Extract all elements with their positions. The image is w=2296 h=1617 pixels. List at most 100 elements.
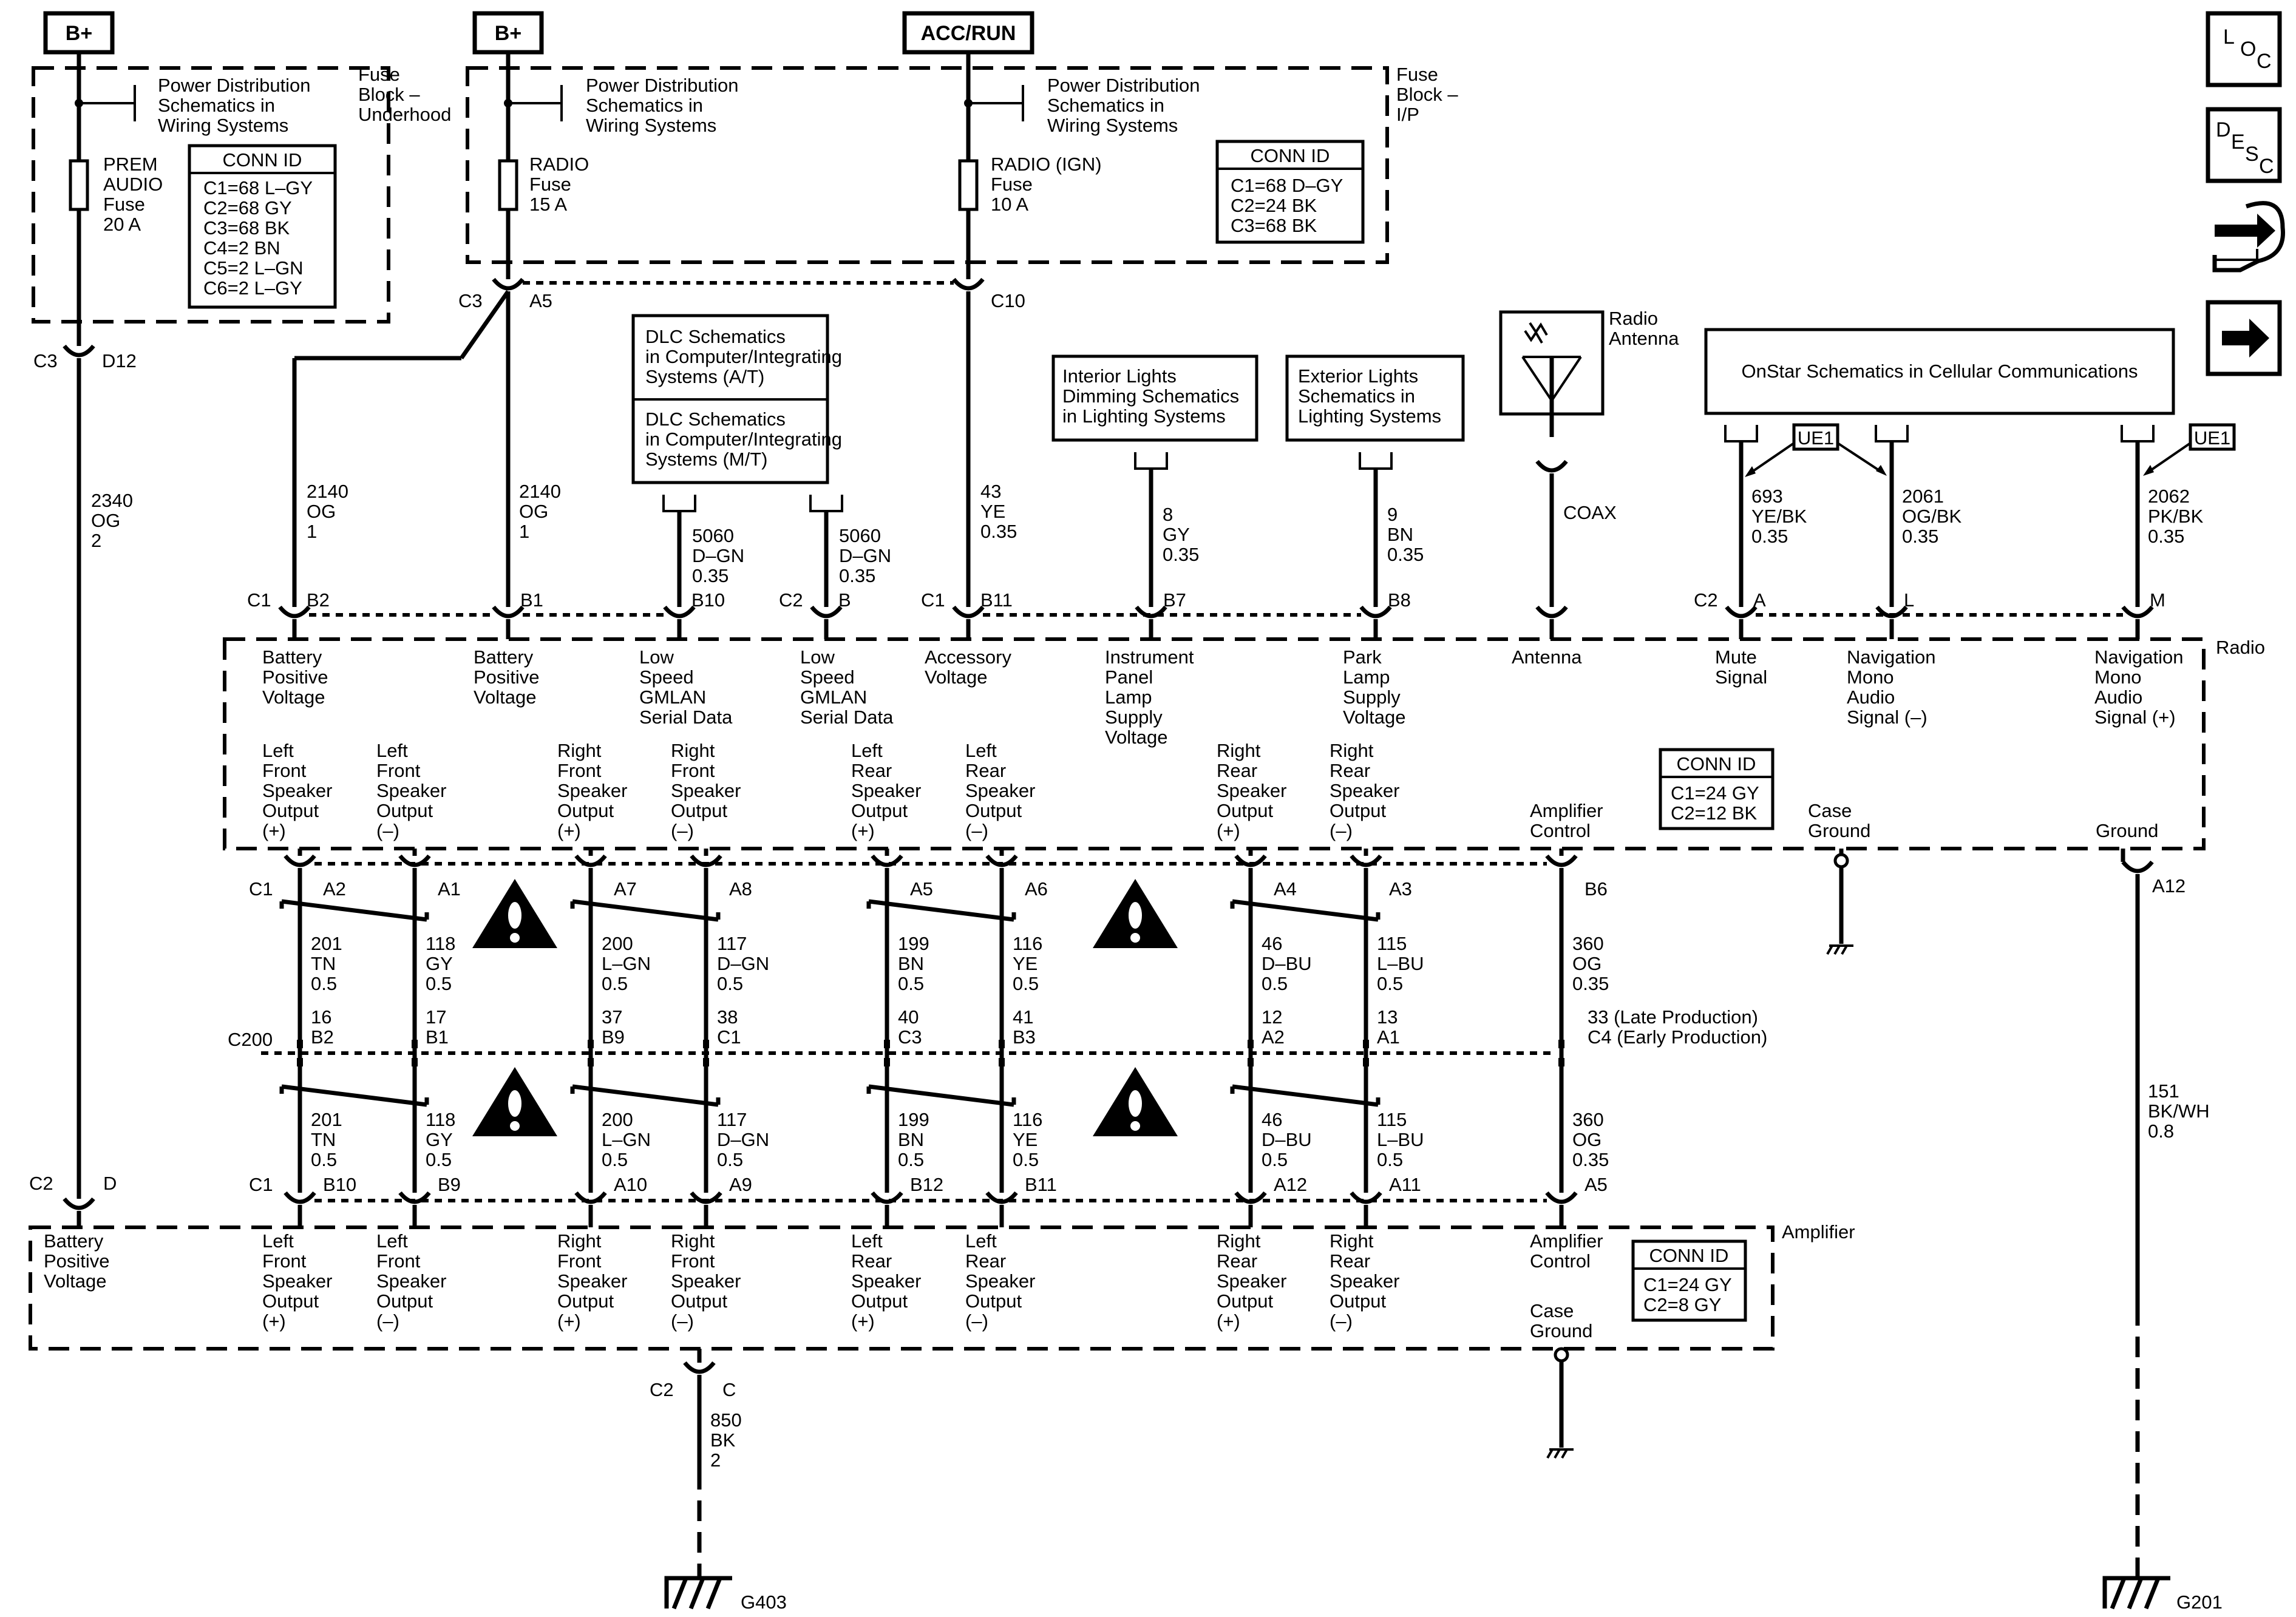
radio-output-label: Output: [671, 800, 727, 821]
wire-label: L–GN: [602, 953, 651, 974]
wire-label: 0.5: [311, 1149, 337, 1170]
wire-label: 0.5: [1262, 1149, 1288, 1170]
next-arrow-button[interactable]: [2206, 300, 2282, 376]
pin-label: B12: [910, 1174, 943, 1195]
wire-label: L–BU: [1377, 953, 1424, 974]
int-lights-line: Dimming Schematics: [1062, 385, 1239, 407]
radio-output-label: Output: [557, 800, 614, 821]
wire-label: 200: [602, 933, 633, 954]
radio-input-label: Speed: [800, 666, 855, 688]
ground-label: G201: [2176, 1592, 2223, 1613]
fuse-radio-1: RADIO: [529, 154, 589, 175]
exterior-lights-reference-box[interactable]: [1285, 354, 1465, 442]
int-lights-line: in Lighting Systems: [1062, 405, 1226, 427]
amplifier-pin-label: Output: [262, 1290, 319, 1312]
loc-letter: C: [2257, 50, 2272, 73]
ground-label: G403: [741, 1592, 787, 1613]
amplifier-pin-label: Front: [376, 1250, 421, 1272]
pin-label: B3: [1013, 1026, 1036, 1048]
wire-label: 0.35: [839, 565, 875, 586]
pin-label: A12: [1274, 1174, 1307, 1195]
wire-label: 0.5: [311, 973, 337, 994]
description-button[interactable]: D E S C: [2206, 107, 2282, 183]
wire-label: 2140: [519, 481, 561, 502]
conn-id-title: CONN ID: [1251, 145, 1330, 166]
radio-output-label: Right: [557, 740, 602, 761]
conn-id-line: C2=8 GY: [1643, 1294, 1721, 1315]
wire-label: YE/BK: [1751, 506, 1807, 527]
radio-output-label: Left: [851, 740, 883, 761]
fuse-radio-ign-3: 10 A: [991, 194, 1028, 215]
diagnostic-tool-icon[interactable]: [2212, 201, 2285, 273]
loc-letter: O: [2240, 38, 2256, 61]
onstar-reference-box[interactable]: [1704, 328, 2175, 415]
pin-label: A5: [910, 878, 933, 900]
conn-label: C2: [779, 589, 803, 611]
radio-output-label: Ground: [2096, 820, 2158, 841]
desc-letter: S: [2245, 143, 2259, 166]
wire-label: 850: [710, 1409, 742, 1431]
option-badge: [2189, 423, 2236, 451]
conn-id-line: C1=24 GY: [1671, 782, 1759, 804]
amp-ctrl-note-1: 33 (Late Production): [1588, 1006, 1758, 1028]
amplifier-pin-label: Right: [671, 1230, 715, 1252]
radio-output-label: Speaker: [376, 780, 446, 801]
interior-lights-reference-box[interactable]: [1051, 354, 1258, 442]
wire-label: L–BU: [1377, 1129, 1424, 1150]
radio-output-label: Output: [262, 800, 319, 821]
wire-label: 115: [1377, 933, 1407, 954]
wire-label: 0.35: [2148, 526, 2184, 547]
wire-label: 117: [717, 1109, 747, 1130]
wire-label: 199: [898, 933, 929, 954]
radio-output-label: Output: [965, 800, 1022, 821]
radio-input-label: GMLAN: [639, 686, 706, 708]
wire-label: 151: [2148, 1080, 2179, 1102]
radio-input-label: Navigation: [1847, 646, 1935, 668]
radio-input-label: Voltage: [262, 686, 325, 708]
fuse-block-underhood-label-1: Fuse: [358, 64, 400, 85]
dlc-at-line: in Computer/Integrating: [645, 346, 842, 367]
radio-input-label: Battery: [262, 646, 322, 668]
radio-input-label: Voltage: [1343, 707, 1405, 728]
wire-label: 0.35: [1572, 973, 1609, 994]
radio-output-label: Output: [1330, 800, 1386, 821]
radio-output-label: (–): [376, 820, 399, 841]
radio-input-label: Voltage: [474, 686, 536, 708]
wire-label: 0.5: [717, 973, 743, 994]
wire-label: OG: [91, 510, 120, 531]
conn-id-line: C2=24 BK: [1231, 195, 1317, 216]
fuse-block-ip-label-2: Block –: [1396, 84, 1458, 105]
wire-label: OG: [1572, 1129, 1601, 1150]
amplifier-pin-label: Speaker: [965, 1270, 1035, 1292]
conn-label: C1: [921, 589, 945, 611]
amplifier-labels: BatteryPositiveVoltageLeftFrontSpeakerOu…: [44, 1230, 1603, 1341]
wire-label: 1: [307, 521, 317, 542]
wire-label: 0.5: [426, 1149, 452, 1170]
ground-g403-icon: [664, 1576, 732, 1610]
pin-label: B2: [307, 589, 330, 611]
radio-output-label: Rear: [1330, 760, 1370, 781]
amplifier-module-outline[interactable]: [29, 1225, 1775, 1351]
radio-output-label: Left: [376, 740, 408, 761]
conn-label: C10: [991, 290, 1025, 311]
amplifier-pin-label: (–): [376, 1310, 399, 1332]
wire-label: 0.5: [898, 973, 924, 994]
location-button[interactable]: L O C: [2206, 11, 2282, 87]
wire-label: 0.35: [1902, 526, 1938, 547]
wire-label: YE: [1013, 953, 1038, 974]
radio-output-label: Front: [671, 760, 715, 781]
radio-module-outline[interactable]: [223, 637, 2206, 850]
radio-input-label: Mono: [2094, 666, 2142, 688]
warning-icon: [472, 879, 557, 948]
amplifier-label: Amplifier: [1782, 1221, 1855, 1242]
radio-output-label: Speaker: [671, 780, 741, 801]
radio-input-label: Signal (+): [2094, 707, 2176, 728]
radio-label: Radio: [2216, 637, 2265, 658]
amplifier-pin-label: Rear: [1217, 1250, 1257, 1272]
wire-label: 2: [91, 530, 101, 551]
radio-output-label: (+): [557, 820, 581, 841]
radio-input-label: Signal (–): [1847, 707, 1927, 728]
radio-antenna-label-2: Antenna: [1609, 328, 1679, 349]
radio-input-label: Voltage: [1105, 727, 1167, 748]
wire-label: L–GN: [602, 1129, 651, 1150]
